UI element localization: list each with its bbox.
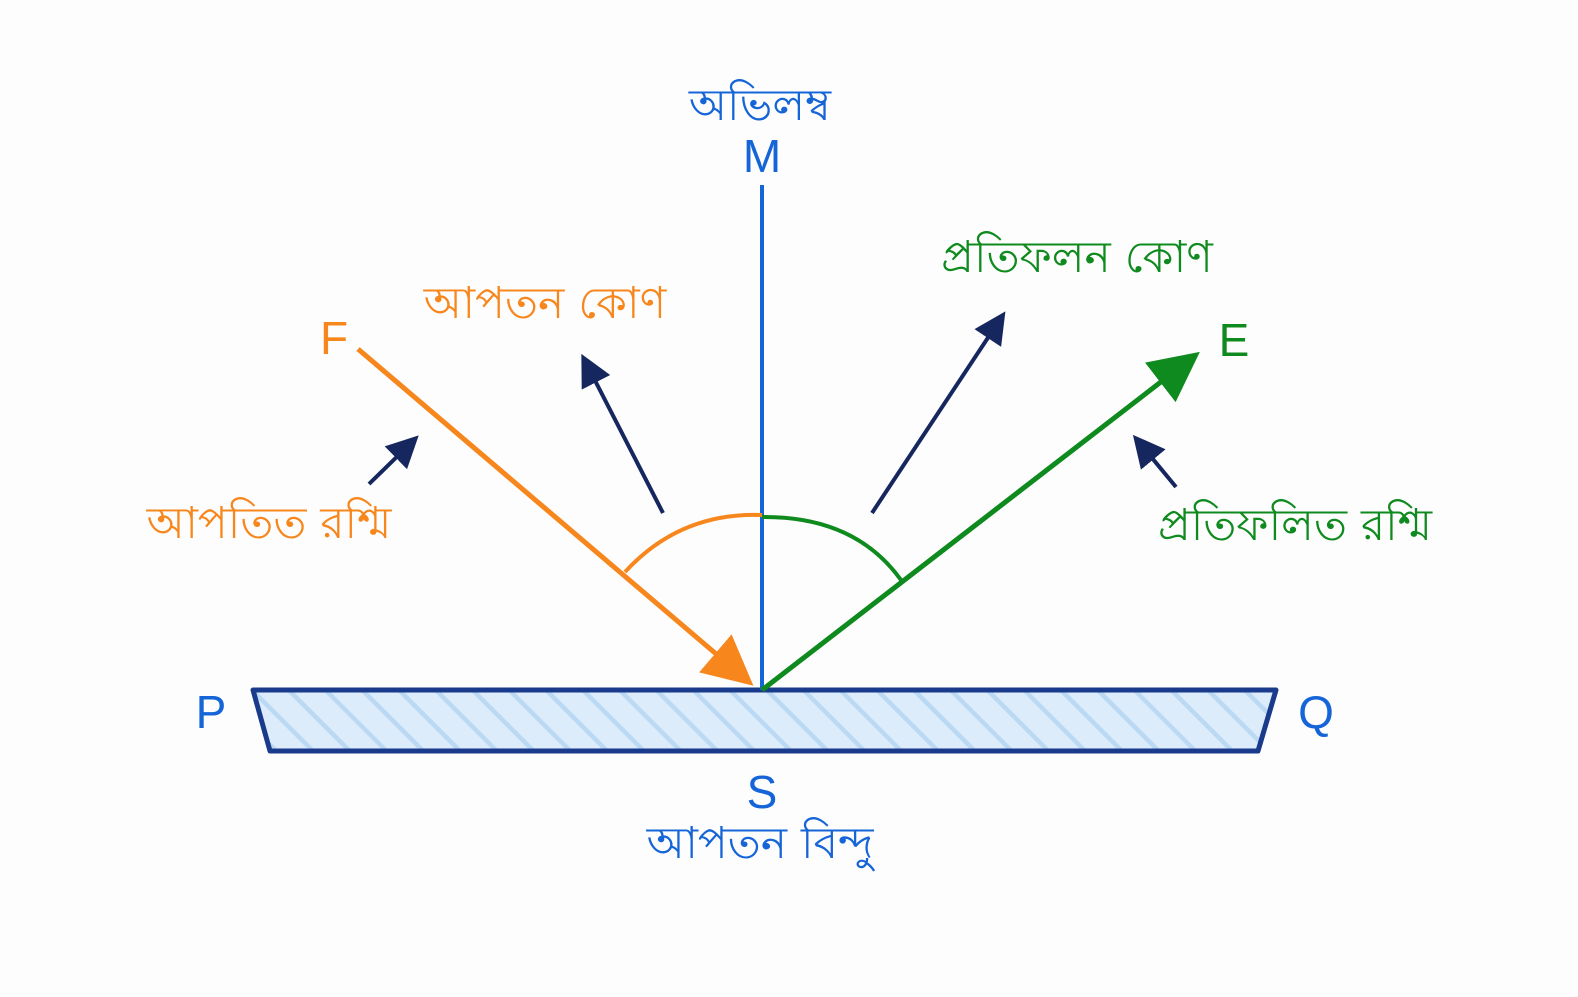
angle-incidence-label: আপতন কোণ: [423, 278, 668, 329]
incident-ray: [356, 347, 754, 686]
mirror-surface: [250, 687, 1279, 754]
pointer-angle-incidence: [581, 353, 665, 514]
incident-ray-label: আপতিত রশ্মি: [146, 497, 393, 549]
point-s-label: S: [747, 766, 778, 818]
normal-label: অভিলম্ব: [688, 79, 832, 131]
point-of-incidence-label: আপতন বিন্দু: [646, 817, 876, 871]
pointer-angle-reflection: [870, 311, 1006, 515]
pointer-incident-ray: [367, 435, 419, 486]
reflected-ray: [760, 351, 1200, 692]
point-p-label: P: [196, 686, 227, 738]
point-f-label: F: [320, 312, 348, 364]
angle-incidence-arc: [623, 512, 763, 574]
point-e-label: E: [1219, 314, 1250, 366]
angle-reflection-arc: [761, 514, 903, 582]
reflected-ray-label: প্রতিফলিত রশ্মি: [1158, 499, 1433, 551]
angle-reflection-label: প্রতিফলন কোণ: [941, 231, 1214, 283]
pointer-reflected-ray: [1132, 434, 1178, 489]
point-m-label: M: [743, 130, 781, 182]
point-q-label: Q: [1298, 686, 1334, 738]
